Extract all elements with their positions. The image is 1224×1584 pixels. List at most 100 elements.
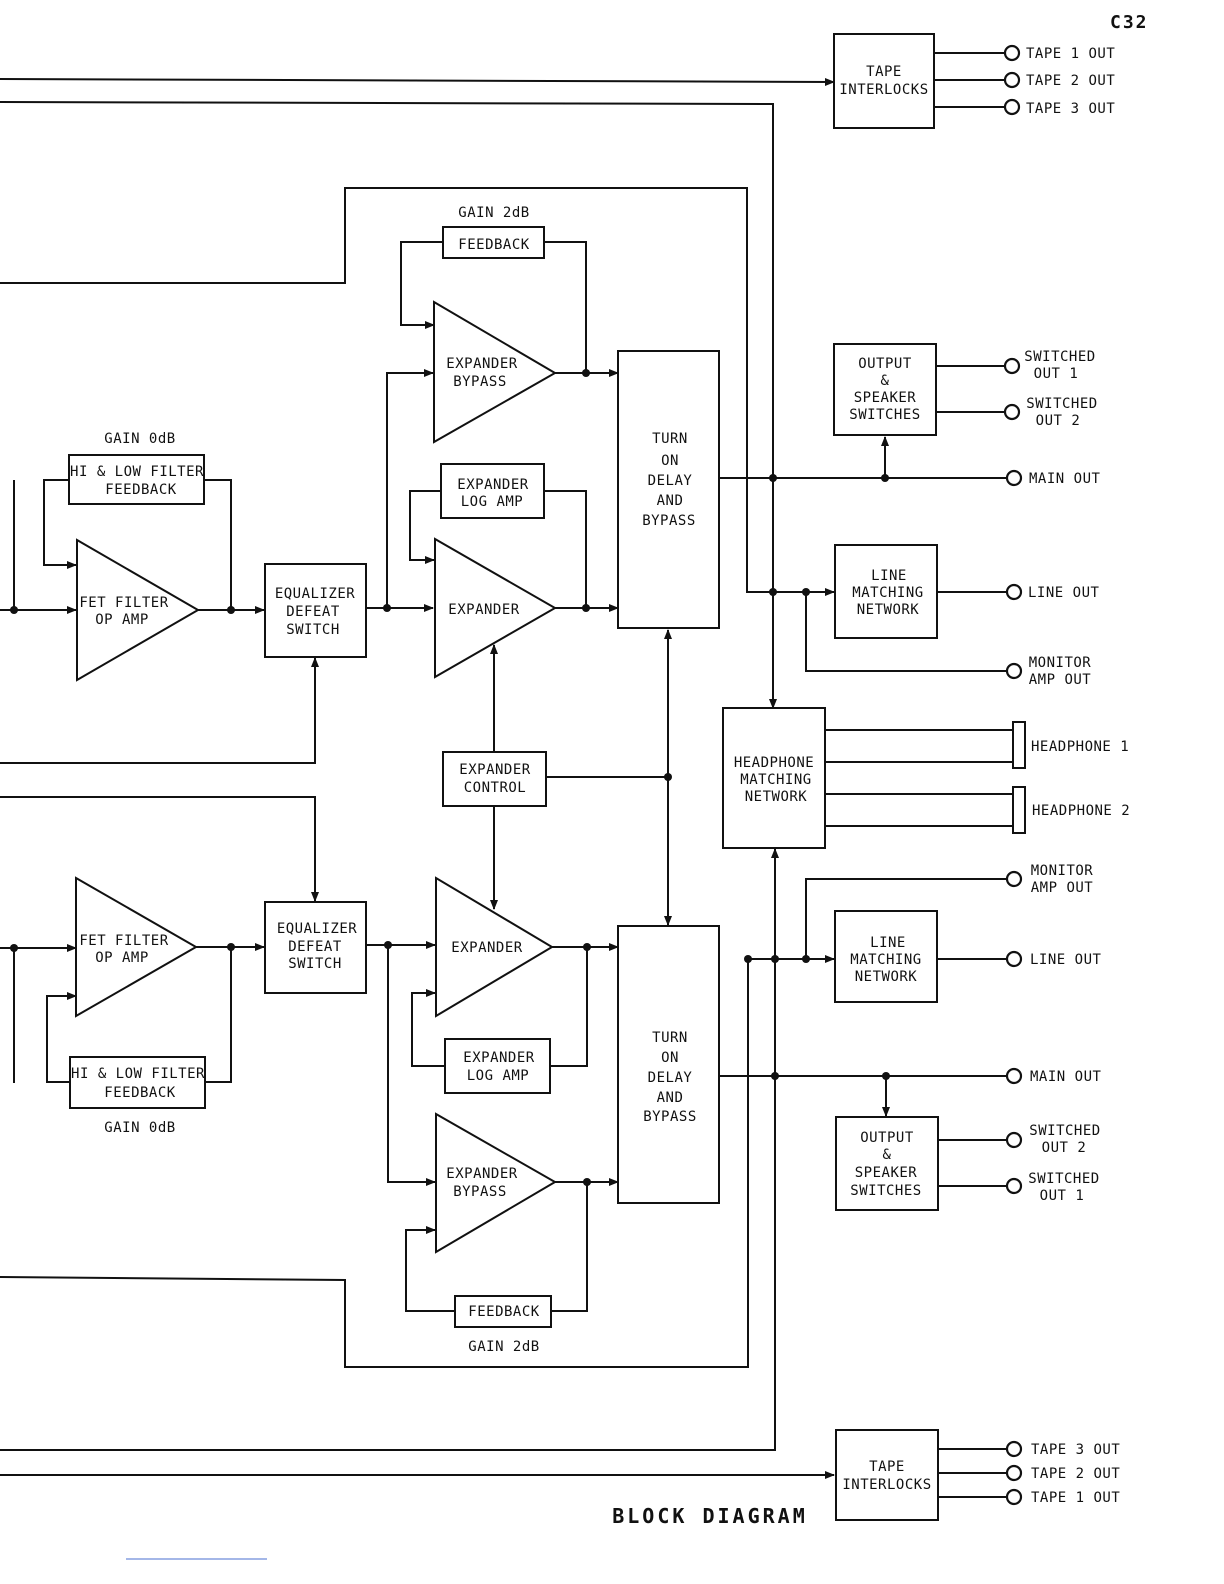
bottom-switched-out-2-label-1: SWITCHED <box>1029 1123 1100 1139</box>
bottom-turn-on-label-4: AND <box>657 1090 684 1106</box>
bottom-filter-feedback-label-2: FEEDBACK <box>104 1085 176 1101</box>
bottom-line-out-label: LINE OUT <box>1030 952 1102 968</box>
output-jacks <box>1003 44 1023 1506</box>
top-tape-3-jack-icon <box>1003 98 1021 116</box>
bottom-filter-gain-label: GAIN 0dB <box>104 1120 175 1136</box>
bottom-equalizer-label-3: SWITCH <box>288 956 342 972</box>
bottom-switched-out-2-label-2: OUT 2 <box>1042 1140 1087 1156</box>
bottom-expander-bypass-label-1: EXPANDER <box>446 1166 518 1182</box>
expander-control-label-2: CONTROL <box>464 780 527 796</box>
bottom-line-out-jack-icon <box>1005 950 1023 968</box>
bottom-expander-label: EXPANDER <box>451 940 523 956</box>
bottom-fet-filter-label-2: OP AMP <box>95 950 149 966</box>
top-feedback-gain-label: GAIN 2dB <box>458 205 529 221</box>
top-tape-2-out-label: TAPE 2 OUT <box>1026 73 1115 89</box>
top-filter-feedback-box <box>68 454 205 505</box>
top-line-matching-label-3: NETWORK <box>857 602 920 618</box>
bottom-line-matching-label-3: NETWORK <box>855 969 918 985</box>
bottom-feedback-gain-label: GAIN 2dB <box>468 1339 539 1355</box>
bottom-tape-interlocks-label-1: TAPE <box>869 1459 905 1475</box>
bottom-switched-1-jack-icon <box>1005 1177 1023 1195</box>
bottom-output-switches-label-4: SWITCHES <box>850 1183 921 1199</box>
bottom-monitor-jack-icon <box>1005 870 1023 888</box>
bottom-fet-filter-label-1: FET FILTER <box>79 933 168 949</box>
top-tape-interlocks-label-2: INTERLOCKS <box>839 82 928 98</box>
bottom-expander-amp <box>435 876 554 1018</box>
top-expander-bypass-label-2: BYPASS <box>453 374 507 390</box>
bottom-filter-feedback-box <box>69 1056 206 1109</box>
top-feedback-box <box>442 226 545 259</box>
bottom-turn-on-delay-box <box>617 925 720 1204</box>
bottom-fet-filter-amp <box>75 876 199 1018</box>
top-turn-on-label-3: DELAY <box>648 473 693 489</box>
top-feedback-label: FEEDBACK <box>458 237 530 253</box>
top-line-matching-box <box>834 544 938 639</box>
junction-dots <box>10 369 890 1186</box>
bottom-tape-1-jack-icon <box>1005 1488 1023 1506</box>
top-turn-on-label-2: ON <box>661 453 679 469</box>
bottom-output-switches-label-2: & <box>883 1147 892 1163</box>
top-equalizer-box <box>264 563 367 658</box>
top-output-switches-label-4: SWITCHES <box>849 407 920 423</box>
bottom-expander-log-amp-label-2: LOG AMP <box>467 1068 530 1084</box>
top-monitor-jack-icon <box>1005 662 1023 680</box>
diagram-title: BLOCK DIAGRAM <box>612 1504 808 1528</box>
bottom-switched-out-1-label-1: SWITCHED <box>1028 1171 1099 1187</box>
bottom-expander-log-amp-label-1: EXPANDER <box>463 1050 535 1066</box>
headphone-1-label: HEADPHONE 1 <box>1031 739 1129 755</box>
top-expander-amp <box>434 537 558 679</box>
top-turn-on-label-1: TURN <box>652 431 688 447</box>
bottom-turn-on-label-1: TURN <box>652 1030 688 1046</box>
top-turn-on-delay-box <box>617 350 720 629</box>
bottom-monitor-amp-out-label-2: AMP OUT <box>1031 880 1094 896</box>
top-main-out-jack-icon <box>1005 469 1023 487</box>
top-switched-out-2-label-1: SWITCHED <box>1026 396 1097 412</box>
bottom-tape-2-out-label: TAPE 2 OUT <box>1031 1466 1120 1482</box>
bottom-filter-feedback-label-1: HI & LOW FILTER <box>71 1066 205 1082</box>
top-switched-out-1-label-2: OUT 1 <box>1034 366 1079 382</box>
top-switched-out-1-label-1: SWITCHED <box>1024 349 1095 365</box>
bottom-tape-interlocks-label-2: INTERLOCKS <box>842 1477 931 1493</box>
top-expander-log-amp-label-1: EXPANDER <box>457 477 529 493</box>
top-line-matching-label-1: LINE <box>871 568 907 584</box>
top-output-switches-label-3: SPEAKER <box>854 390 917 406</box>
bottom-equalizer-box <box>264 901 367 994</box>
top-expander-bypass-label-1: EXPANDER <box>446 356 518 372</box>
top-monitor-amp-out-label-2: AMP OUT <box>1029 672 1092 688</box>
top-tape-3-out-label: TAPE 3 OUT <box>1026 101 1115 117</box>
bottom-line-matching-box <box>834 910 938 1003</box>
top-output-switches-label-1: OUTPUT <box>858 356 912 372</box>
top-switched-out-2-label-2: OUT 2 <box>1036 413 1081 429</box>
bottom-expander-bypass-label-2: BYPASS <box>453 1184 507 1200</box>
headphone-matching-label-2: MATCHING <box>740 772 811 788</box>
top-expander-log-amp-box <box>440 463 545 519</box>
top-tape-2-jack-icon <box>1003 71 1021 89</box>
expander-control-box <box>442 751 547 807</box>
top-output-switches-label-2: & <box>881 373 890 389</box>
bottom-main-out-label: MAIN OUT <box>1030 1069 1102 1085</box>
top-tape-1-out-label: TAPE 1 OUT <box>1026 46 1115 62</box>
top-tape-interlocks-box <box>833 33 935 129</box>
bottom-switched-2-jack-icon <box>1005 1131 1023 1149</box>
top-tape-1-jack-icon <box>1003 44 1021 62</box>
headphone-1-jack-icon <box>1012 721 1026 769</box>
bottom-output-switches-label-3: SPEAKER <box>855 1165 918 1181</box>
top-filter-gain-label: GAIN 0dB <box>104 431 175 447</box>
top-expander-label: EXPANDER <box>448 602 520 618</box>
headphone-matching-label-3: NETWORK <box>745 789 808 805</box>
top-main-out-label: MAIN OUT <box>1029 471 1101 487</box>
bottom-switched-out-1-label-2: OUT 1 <box>1040 1188 1085 1204</box>
top-line-out-jack-icon <box>1005 583 1023 601</box>
headphone-2-label: HEADPHONE 2 <box>1032 803 1130 819</box>
bottom-tape-1-out-label: TAPE 1 OUT <box>1031 1490 1120 1506</box>
headphone-matching-label-1: HEADPHONE <box>734 755 814 771</box>
bottom-expander-bypass-amp <box>435 1112 557 1254</box>
top-turn-on-label-5: BYPASS <box>642 513 696 529</box>
bottom-tape-2-jack-icon <box>1005 1464 1023 1482</box>
top-output-switches-box <box>833 343 937 436</box>
top-expander-log-amp-label-2: LOG AMP <box>461 494 524 510</box>
bottom-equalizer-label-1: EQUALIZER <box>277 921 357 937</box>
expander-control-label-1: EXPANDER <box>459 762 531 778</box>
bottom-turn-on-label-2: ON <box>661 1050 679 1066</box>
